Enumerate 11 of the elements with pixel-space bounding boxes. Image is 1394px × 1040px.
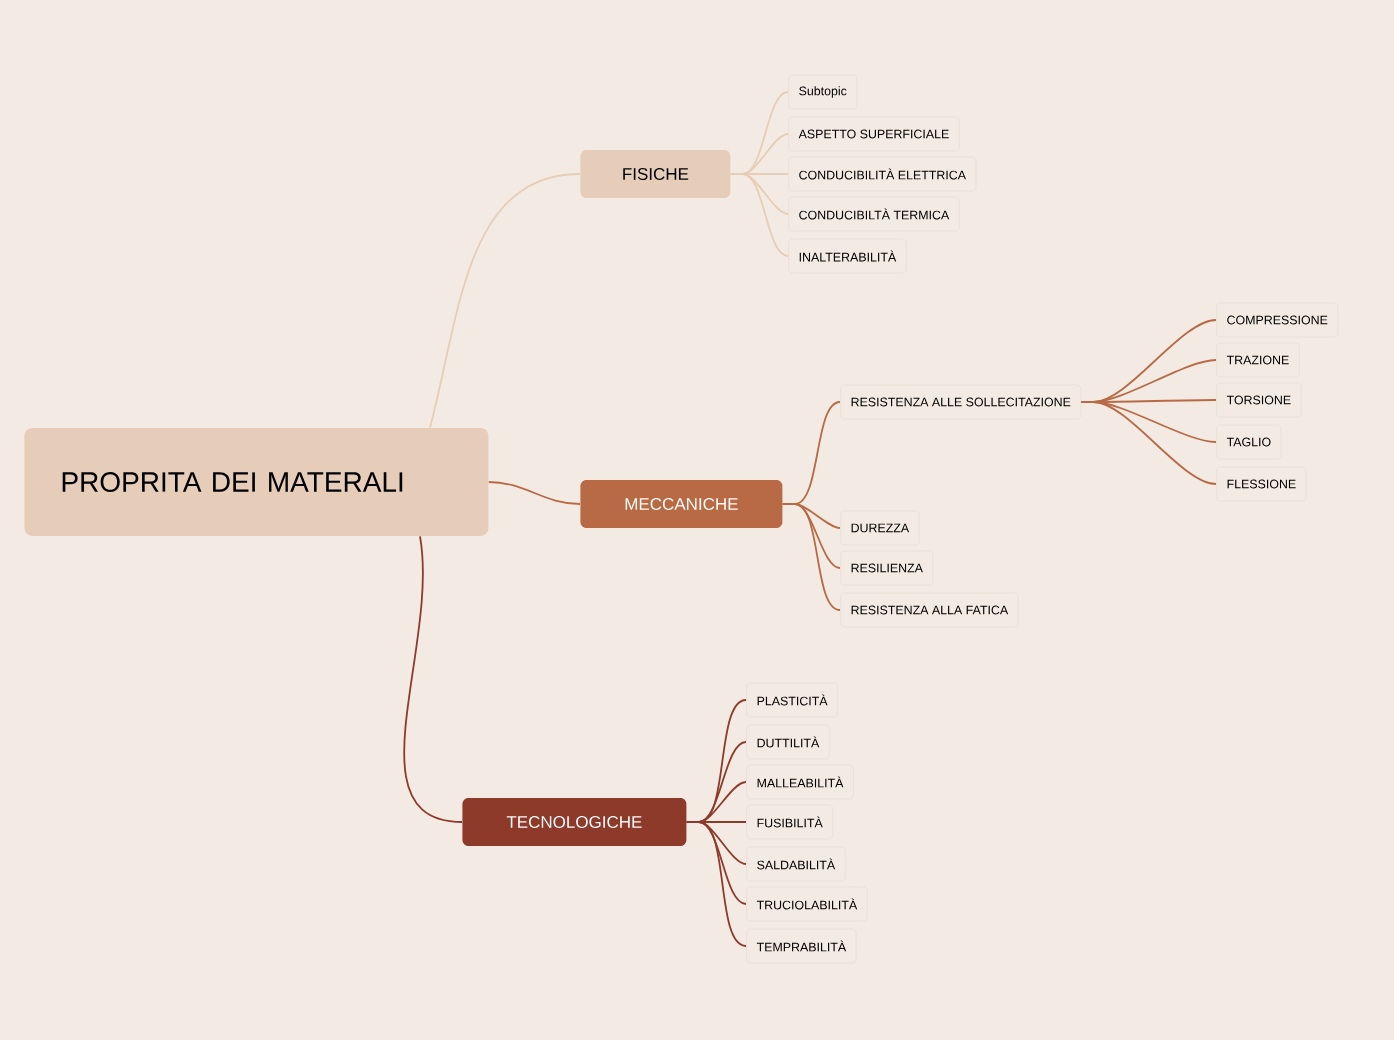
connector-line	[685, 821, 747, 947]
topic-box: TECNOLOGICHE	[462, 798, 687, 846]
topic-box: MECCANICHE	[580, 480, 783, 528]
connector-line	[1080, 401, 1217, 485]
root-topic-box: PROPRITA DEI MATERALI	[24, 428, 489, 536]
connector-line	[781, 503, 841, 611]
connector-line	[403, 535, 463, 823]
connector-line	[487, 481, 581, 505]
connector-line	[429, 173, 581, 429]
connector-line	[729, 173, 789, 257]
topic-box: FISICHE	[580, 150, 731, 198]
